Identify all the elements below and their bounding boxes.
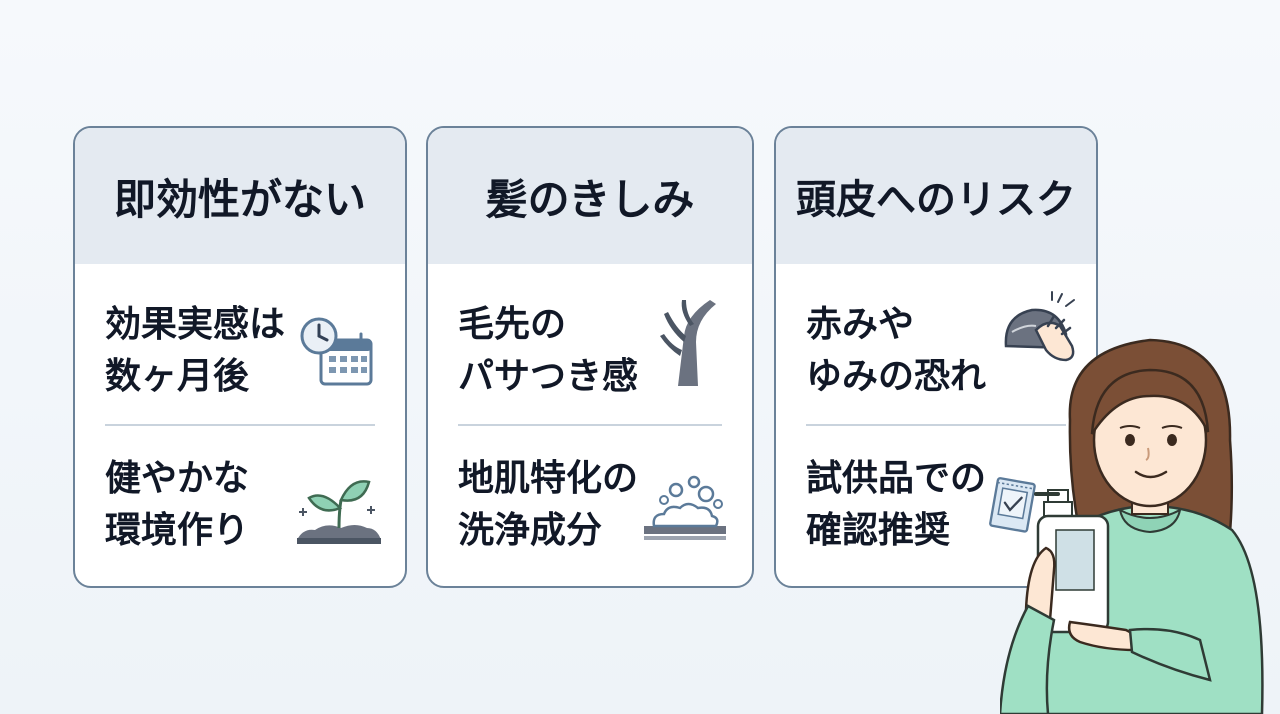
woman-holding-bottle-illustration xyxy=(1000,338,1264,714)
list-item: 地肌特化の 洗浄成分 xyxy=(428,430,752,580)
item-line: 数ヶ月後 xyxy=(105,356,250,397)
list-item: 毛先の パサつき感 xyxy=(428,276,752,426)
list-item: 試供品での 確認推奨 xyxy=(776,430,1096,580)
foam-bubbles-icon xyxy=(644,475,726,540)
list-item: 効果実感は 数ヶ月後 xyxy=(75,276,405,426)
item-line: パサつき感 xyxy=(458,356,639,397)
item-line: ゆみの恐れ xyxy=(806,356,987,397)
itchy-scalp-icon xyxy=(1004,291,1075,362)
divider xyxy=(458,424,722,426)
item-line: 洗浄成分 xyxy=(458,510,603,551)
item-line: 試供品での xyxy=(806,458,987,499)
clock-calendar-icon xyxy=(300,317,373,386)
divider xyxy=(105,424,375,426)
split-hair-icon xyxy=(660,300,716,386)
item-line: 確認推奨 xyxy=(806,510,951,551)
item-line: 健やかな xyxy=(105,458,250,499)
card-no-immediate-effect: 即効性がない 効果実感は 数ヶ月後 健やかな 環境作り xyxy=(73,126,407,588)
card-hair-squeak: 髪のきしみ 毛先の パサつき感 地肌特化の 洗浄成分 xyxy=(426,126,754,588)
item-line: 毛先の xyxy=(458,304,567,345)
item-line: 効果実感は xyxy=(105,304,286,345)
card-title: 即効性がない xyxy=(75,128,405,264)
item-line: 赤みや xyxy=(806,304,915,345)
list-item: 健やかな 環境作り xyxy=(75,430,405,580)
sample-packet-icon xyxy=(989,477,1036,533)
item-line: 地肌特化の xyxy=(458,458,639,499)
card-title: 髪のきしみ xyxy=(428,128,752,264)
item-line: 環境作り xyxy=(105,510,250,551)
divider xyxy=(806,424,1066,426)
list-item: 赤みや ゆみの恐れ xyxy=(776,276,1096,426)
card-title: 頭皮へのリスク xyxy=(776,128,1096,264)
sprout-icon xyxy=(297,480,381,544)
